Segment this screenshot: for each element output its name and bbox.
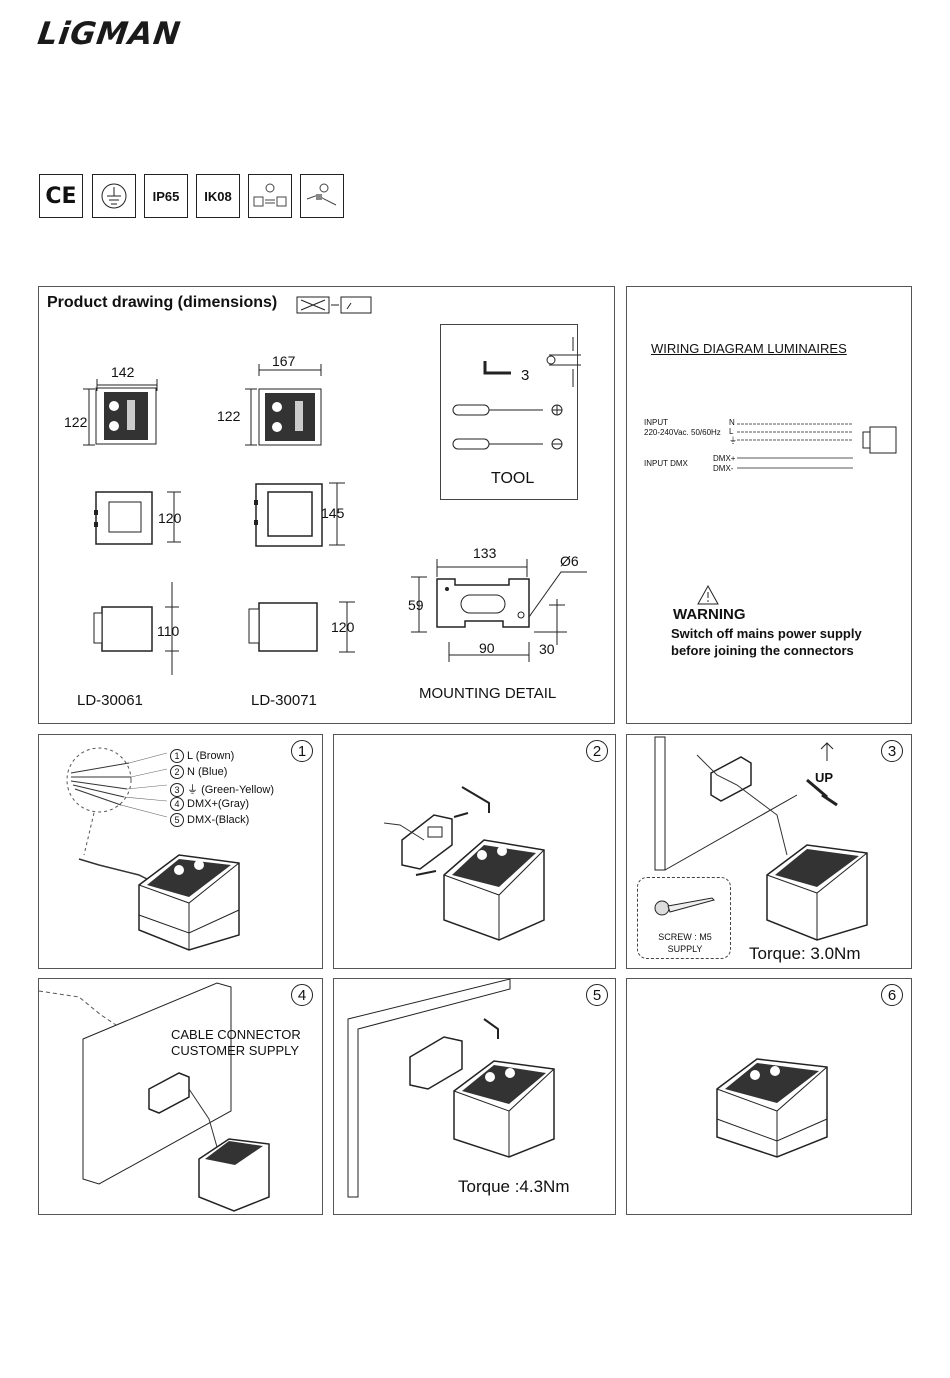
step-5-panel: 5 Torque :4.3Nm — [333, 978, 616, 1215]
up-label: UP — [815, 770, 834, 785]
ld-30071-side-height: 120 — [331, 619, 355, 635]
wiring-panel: WIRING DIAGRAM LUMINAIRES INPUT 220-240V… — [626, 286, 912, 724]
wiring-title: WIRING DIAGRAM LUMINAIRES — [651, 341, 847, 356]
step-3-illustration — [654, 736, 868, 941]
terminal-ground: ⏚ — [729, 436, 737, 445]
mounting-hole-spacing: 90 — [479, 640, 495, 656]
ld-30061-top-view — [95, 387, 157, 445]
step-2-panel: 2 — [333, 734, 616, 969]
step-number-4: 4 — [291, 984, 313, 1006]
mounting-detail-label: MOUNTING DETAIL — [419, 685, 557, 702]
terminal-l: L — [729, 427, 734, 436]
warning-text-1: Switch off mains power supply — [671, 626, 862, 641]
wire-3-label: 3⏚ (Green-Yellow) — [170, 781, 274, 797]
ld-30061-side-height: 110 — [157, 623, 180, 639]
input-spec: 220-240Vac. 50/60Hz — [644, 428, 721, 437]
torque-5: Torque :4.3Nm — [458, 1177, 570, 1196]
ld-30071-front-view — [254, 483, 323, 547]
step-3-panel: 3 UP SCREW : M5 SUPPLY Torque: 3.0Nm — [626, 734, 912, 969]
ip65-icon: IP65 — [144, 174, 188, 218]
screw-callout: SCREW : M5 SUPPLY — [637, 877, 731, 959]
brand-logo: LiGMAN — [35, 16, 184, 52]
ld-30061-front-height: 120 — [158, 510, 182, 526]
ld-30061-width: 142 — [111, 364, 135, 380]
dmx-input-label: INPUT DMX — [644, 459, 688, 468]
warning-text-2: before joining the connectors — [671, 643, 854, 658]
step-6-illustration — [716, 1058, 828, 1158]
step-4-panel: 4 CABLE CONNECTOR CUSTOMER SUPPLY — [38, 978, 323, 1215]
flat-screwdriver-icon — [452, 438, 563, 450]
warning-icon — [697, 584, 719, 605]
ld-30071-side-view — [248, 602, 318, 652]
angle-adjust-icon — [296, 296, 372, 314]
tool-box: 3 TOOL — [440, 324, 581, 500]
screw-spec: SCREW : M5 — [658, 932, 712, 942]
step-5-illustration — [347, 978, 555, 1198]
step-4-illustration — [38, 982, 270, 1212]
screw-supply: SUPPLY — [667, 944, 703, 954]
terminal-n: N — [729, 418, 735, 427]
step-number-6: 6 — [881, 984, 903, 1006]
mounting-hole-diameter: Ø6 — [560, 553, 579, 569]
step-number-3: 3 — [881, 740, 903, 762]
ld-30071-top-view — [258, 388, 322, 446]
torque-3: Torque: 3.0Nm — [749, 944, 861, 963]
mounting-width: 133 — [473, 545, 497, 561]
dmx-plus-label: DMX+ — [713, 454, 736, 463]
tool-label: TOOL — [491, 470, 535, 487]
model-label-ld-30071: LD-30071 — [251, 692, 317, 709]
ld-30061-side-view — [93, 606, 153, 652]
phillips-screwdriver-icon — [452, 404, 563, 416]
ld-30061-depth: 122 — [64, 414, 88, 430]
ld-30071-depth: 122 — [217, 408, 241, 424]
product-drawing-panel: Product drawing (dimensions) 142 122 167… — [38, 286, 615, 724]
model-label-ld-30061: LD-30061 — [77, 692, 143, 709]
product-drawing-title: Product drawing (dimensions) — [47, 294, 278, 311]
step-number-5: 5 — [586, 984, 608, 1006]
voltage-converter-icon — [248, 174, 292, 218]
customer-supply-label: CUSTOMER SUPPLY — [171, 1043, 300, 1058]
mounting-bracket-drawing — [436, 578, 530, 628]
ld-30061-front-view — [94, 491, 153, 545]
warning-title: WARNING — [673, 606, 746, 623]
wiring-lines — [737, 423, 897, 469]
step-number-1: 1 — [291, 740, 313, 762]
input-label: INPUT — [644, 418, 668, 427]
step-number-2: 2 — [586, 740, 608, 762]
cable-connector-icon — [300, 174, 344, 218]
hex-key-icon — [483, 337, 581, 387]
hex-key-size: 3 — [521, 367, 530, 384]
dimension-lines — [83, 364, 587, 675]
step-2-illustration — [383, 786, 545, 941]
ld-30071-front-height: 145 — [321, 505, 345, 521]
step-6-panel: 6 — [626, 978, 912, 1215]
screw-icon — [654, 897, 715, 916]
dmx-minus-label: DMX- — [713, 464, 734, 473]
ce-mark-icon: CE — [39, 174, 83, 218]
cable-connector-label: CABLE CONNECTOR — [171, 1027, 301, 1042]
ld-30071-width: 167 — [272, 353, 296, 369]
mounting-height: 59 — [408, 597, 424, 613]
ground-symbol-icon — [92, 174, 136, 218]
ik08-icon: IK08 — [196, 174, 240, 218]
wire-bundle-illustration — [66, 747, 240, 951]
mounting-offset: 30 — [539, 641, 555, 657]
